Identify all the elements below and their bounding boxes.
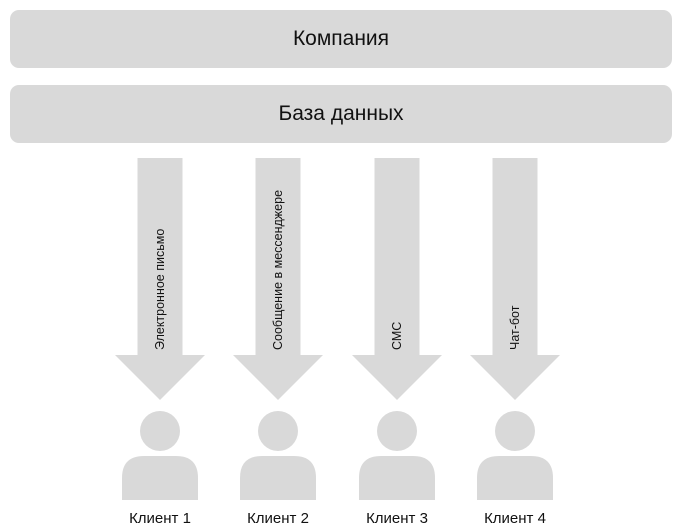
person-body-icon (122, 456, 198, 500)
person-body-icon (359, 456, 435, 500)
person-head-icon (140, 411, 180, 451)
database-block: База данных (10, 85, 672, 143)
arrow-down-icon (115, 158, 205, 400)
client-label: Клиент 2 (247, 510, 309, 527)
channel-label: Электронное письмо (153, 229, 167, 350)
channel-label: СМС (390, 322, 404, 350)
company-block: Компания (10, 10, 672, 68)
person-head-icon (495, 411, 535, 451)
arrow-down-icon (470, 158, 560, 400)
person-body-icon (240, 456, 316, 500)
client-label: Клиент 4 (484, 510, 546, 527)
client-label: Клиент 3 (366, 510, 428, 527)
person-head-icon (377, 411, 417, 451)
channel-label: Чат-бот (508, 305, 522, 350)
channel-label: Сообщение в мессенджере (271, 190, 285, 350)
arrow-down-icon (352, 158, 442, 400)
person-body-icon (477, 456, 553, 500)
arrow-down-icon (233, 158, 323, 400)
client-label: Клиент 1 (129, 510, 191, 527)
database-label: База данных (278, 102, 404, 125)
person-head-icon (258, 411, 298, 451)
company-label: Компания (292, 27, 390, 50)
